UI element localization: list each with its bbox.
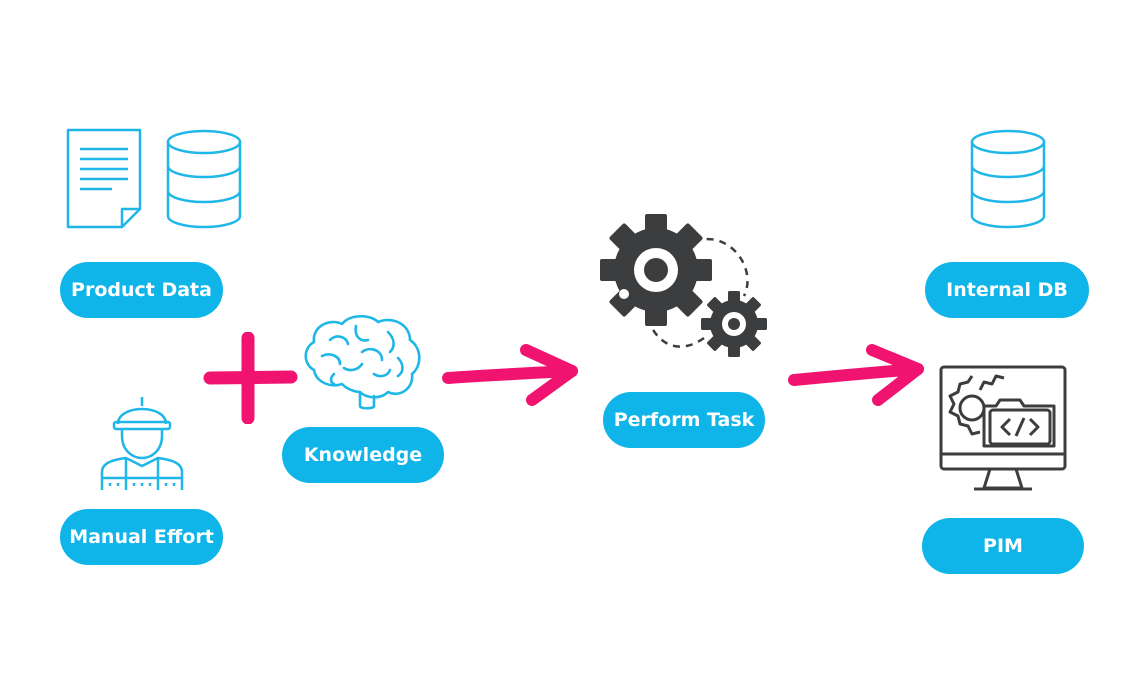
node-knowledge: Knowledge [282, 427, 444, 483]
node-product-data: Product Data [60, 262, 223, 318]
arrow-right-icon [788, 344, 924, 406]
arrow-right-icon [442, 344, 578, 406]
database-icon [970, 129, 1046, 229]
worker-icon [100, 397, 184, 490]
gears-icon [600, 214, 767, 357]
node-internal-db: Internal DB [925, 262, 1089, 318]
database-icon [166, 129, 242, 229]
node-pim: PIM [922, 518, 1084, 574]
node-manual-effort: Manual Effort [60, 509, 223, 565]
brain-icon [304, 314, 421, 410]
document-icon [66, 128, 142, 229]
monitor-code-icon [939, 365, 1067, 491]
node-perform-task: Perform Task [603, 392, 765, 448]
plus-icon [203, 332, 298, 424]
